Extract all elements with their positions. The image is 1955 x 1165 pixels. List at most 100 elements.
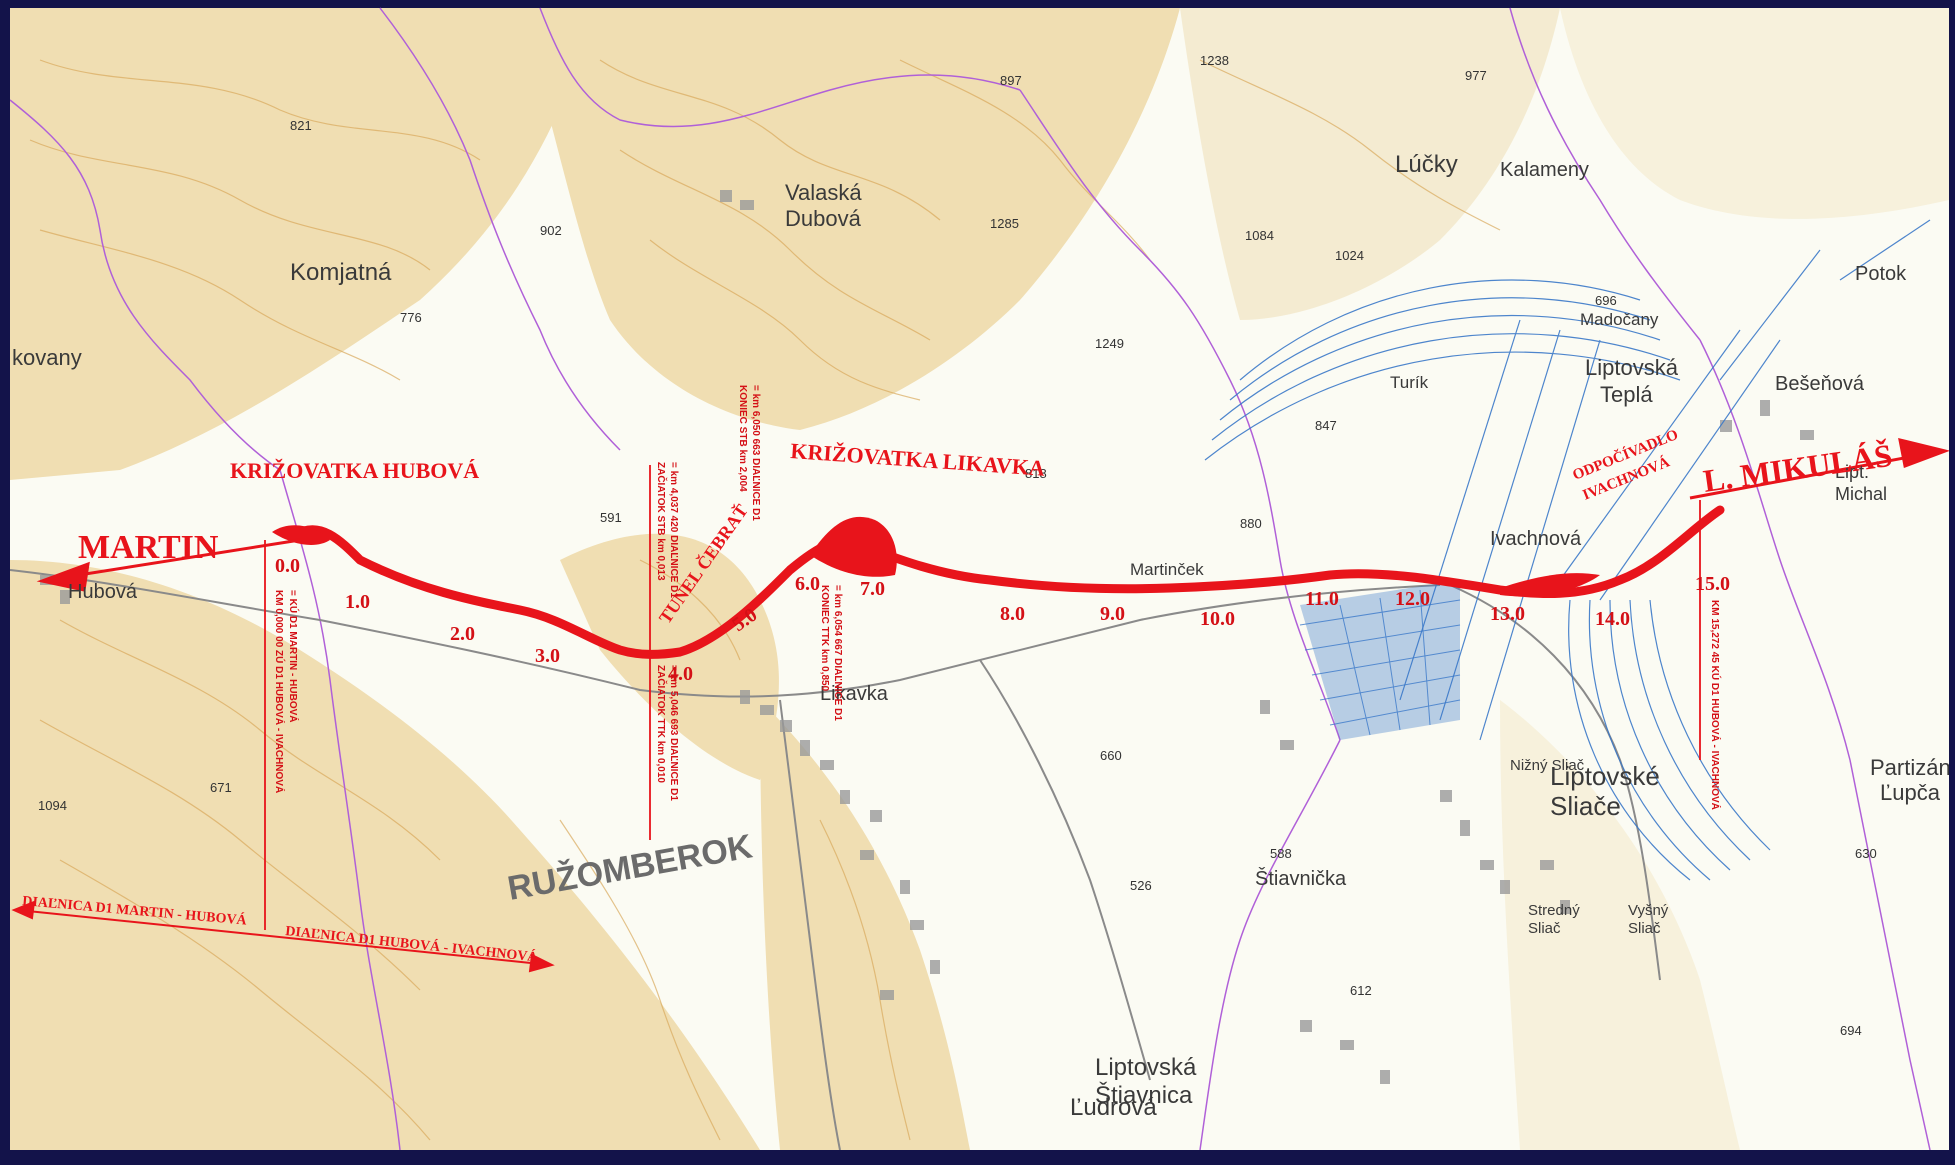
vlabel-kon-ttk: KONIEC TTK km 0,850 — [819, 585, 830, 692]
chainage-lines — [264, 465, 1701, 930]
hill-label: 880 — [1240, 516, 1262, 531]
place-sliac-2: Sliač — [1628, 920, 1661, 937]
km-marker: 12.0 — [1395, 588, 1430, 610]
place-besenova: Bešeňová — [1775, 373, 1865, 395]
arrow-martin — [36, 538, 301, 592]
km-marker: 13.0 — [1490, 603, 1525, 625]
hill-label: 902 — [540, 223, 562, 238]
place-komjatna: Komjatná — [290, 259, 392, 286]
place-tepla: Teplá — [1600, 382, 1653, 407]
route-interchange-ivachnova — [1500, 573, 1600, 597]
grid-hatch-lines — [1299, 589, 1461, 736]
noise-zone-arcs — [1204, 219, 1931, 881]
hill-label: 1285 — [990, 216, 1019, 231]
hill-heights: 821 902 776 897 1084 1024 696 977 1238 1… — [38, 53, 1877, 1038]
hill-label: 660 — [1100, 748, 1122, 763]
admin-boundaries — [9, 7, 1931, 1151]
hill-label: 776 — [400, 310, 422, 325]
label-martin: MARTIN — [78, 529, 219, 566]
hill-label: 1238 — [1200, 53, 1229, 68]
place-partizan: Partizán — [1870, 755, 1951, 780]
hill-label: 1249 — [1095, 336, 1124, 351]
place-dubova: Dubová — [785, 206, 862, 231]
place-kovany: kovany — [12, 345, 82, 370]
place-sliace: Sliače — [1550, 791, 1621, 821]
km-marker: 7.0 — [860, 578, 885, 600]
hill-label: 1024 — [1335, 248, 1364, 263]
place-kalameny: Kalameny — [1500, 159, 1589, 181]
place-liptovska-2: Liptovská — [1095, 1054, 1197, 1081]
km-marker: 4.0 — [668, 663, 693, 685]
km-marker: 0.0 — [275, 555, 300, 577]
vlabel-kk-d1: = KÚ D1 MARTIN - HUBOVÁ — [287, 590, 300, 723]
hill-label: 526 — [1130, 878, 1152, 893]
hill-label: 630 — [1855, 846, 1877, 861]
km-marker: 8.0 — [1000, 603, 1025, 625]
hill-label: 977 — [1465, 68, 1487, 83]
km-marker: 11.0 — [1305, 588, 1339, 610]
place-lucky: Lúčky — [1395, 151, 1458, 178]
place-turik: Turík — [1390, 373, 1429, 392]
vlabel-kon-ttk-km: = km 6,054 667 DIAĽNICE D1 — [832, 585, 843, 721]
km-marker: 10.0 — [1200, 608, 1235, 630]
place-stredny: Stredný — [1528, 902, 1580, 919]
place-valaska: Valaská — [785, 180, 862, 205]
place-sliac-1: Sliač — [1528, 920, 1561, 937]
route-interchange-likavka — [810, 516, 897, 577]
label-krizovatka-hubova: KRIŽOVATKA HUBOVÁ — [230, 458, 479, 483]
km-marker: 3.0 — [535, 645, 560, 667]
hill-label: 897 — [1000, 73, 1022, 88]
hill-label: 821 — [290, 118, 312, 133]
arrow-l-mikulas — [1689, 437, 1951, 500]
place-stiavnicka: Štiavnička — [1255, 867, 1347, 890]
vlabel-zac-ttk-km: = km 5,046 693 DIAĽNICE D1 — [668, 665, 679, 801]
hill-label: 612 — [1350, 983, 1372, 998]
hill-label: 588 — [1270, 846, 1292, 861]
hill-label: 1094 — [38, 798, 67, 813]
vlabel-zac-ttk: ZAČIATOK TTK km 0,010 — [655, 665, 668, 783]
place-ivachnova: Ivachnová — [1490, 528, 1582, 550]
vlabel-zac-stb-km: = km 4,037 420 DIAĽNICE D1 — [668, 462, 679, 598]
arrow-dialnica — [11, 900, 555, 973]
place-names: Valaská Dubová Komjatná Lúčky Kalameny L… — [12, 151, 1951, 1121]
place-madocany: Madočany — [1580, 310, 1659, 329]
place-nizny-sliac: Nižný Sliač — [1510, 757, 1585, 774]
hill-label: 591 — [600, 510, 622, 525]
km-marker: 9.0 — [1100, 603, 1125, 625]
place-potok: Potok — [1855, 263, 1907, 285]
hill-label: 847 — [1315, 418, 1337, 433]
vlabel-km-zac: KM 0,000 00 ZÚ D1 HUBOVÁ - IVACHNOVÁ — [273, 590, 286, 793]
place-lupca: Ľupča — [1880, 780, 1941, 805]
hill-label: 818 — [1025, 466, 1047, 481]
frame-bottom — [0, 1150, 1955, 1165]
grid-hatch — [1300, 580, 1460, 740]
place-michal: Michal — [1835, 484, 1887, 504]
hill-label: 1084 — [1245, 228, 1274, 243]
frame-top — [0, 0, 1955, 8]
km-marker: 1.0 — [345, 591, 370, 613]
place-martincek: Martinček — [1130, 560, 1204, 579]
frame-right — [1949, 0, 1955, 1165]
km-marker: 6.0 — [795, 573, 820, 595]
route-interchange-hubova — [272, 525, 330, 545]
place-lipt: Lipt. — [1835, 462, 1869, 482]
hill-label: 671 — [210, 780, 232, 795]
place-ludrova: Ľudrová — [1070, 1094, 1157, 1121]
place-likavka: Likavka — [820, 683, 889, 705]
km-marker: 14.0 — [1595, 608, 1630, 630]
vlabel-ku-d1-end: KM 15,272 45 KÚ D1 HUBOVÁ - IVACHNOVÁ — [1709, 600, 1722, 810]
place-liptovske: Liptovské — [1550, 761, 1660, 791]
frame-left — [0, 0, 10, 1165]
km-marker: 15.0 — [1695, 573, 1730, 595]
vlabel-kon-stb-km: = km 6,050 663 DIAĽNICE D1 — [750, 385, 761, 521]
place-stiavnica: Štiavnica — [1095, 1081, 1193, 1109]
place-hubova: Hubová — [68, 581, 138, 603]
place-liptovska: Liptovská — [1585, 355, 1679, 380]
vlabel-kon-stb: KONIEC STB km 2,004 — [737, 385, 748, 492]
hill-label: 694 — [1840, 1023, 1862, 1038]
hill-label: 696 — [1595, 293, 1617, 308]
terrain-shading — [10, 8, 1949, 1150]
place-vysny: Vyšný — [1628, 902, 1669, 919]
vlabel-zac-stb: ZAČIATOK STB km 0,013 — [655, 462, 668, 581]
